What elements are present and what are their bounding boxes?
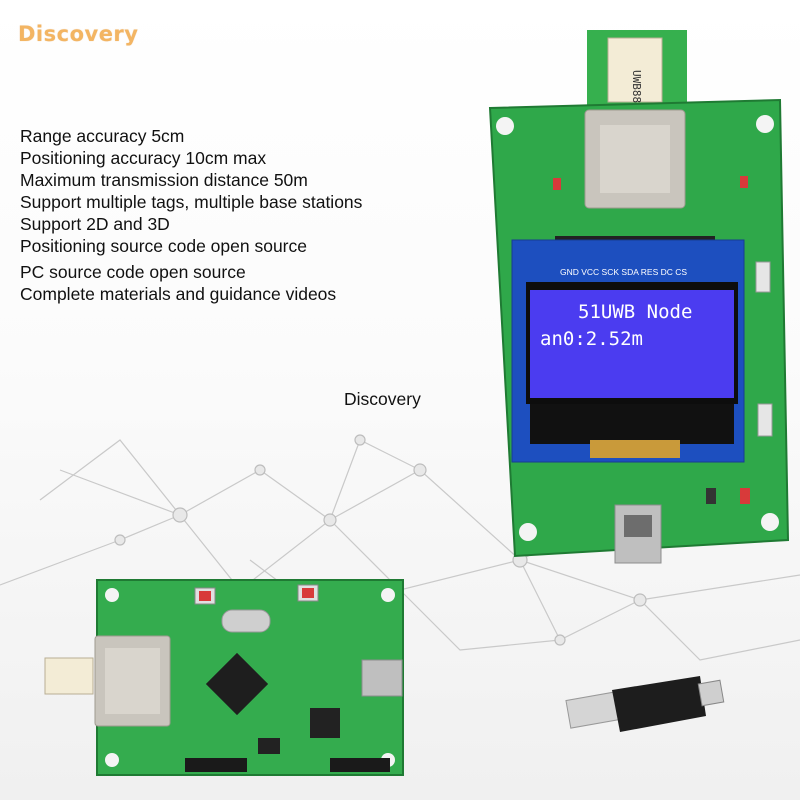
feature-list: Range accuracy 5cm Positioning accuracy … [20, 125, 362, 305]
feature-item: Support multiple tags, multiple base sta… [20, 192, 363, 212]
button-cap [199, 591, 211, 601]
uwb-shield [600, 125, 670, 193]
mounting-hole [105, 588, 119, 602]
crystal [221, 609, 271, 633]
caption: Discovery [344, 389, 421, 409]
mounting-hole [761, 513, 779, 531]
side-button [755, 261, 771, 293]
oled-glass-edge [530, 404, 734, 444]
oled-screen [530, 290, 734, 398]
led [553, 178, 561, 190]
mini-usb-plug [697, 679, 725, 707]
antenna-chip [44, 657, 94, 695]
antenna-chip [607, 37, 663, 103]
feature-item: Range accuracy 5cm [20, 126, 185, 146]
oled-flex-cable [590, 440, 680, 458]
uwb-shield [105, 648, 160, 714]
feature-item: Maximum transmission distance 50m [20, 170, 308, 190]
feature-item: Positioning source code open source [20, 236, 307, 256]
mounting-hole [519, 523, 537, 541]
led [740, 176, 748, 188]
mounting-hole [756, 115, 774, 133]
side-button [757, 403, 773, 437]
oled-line-1: 51UWB Node [578, 301, 692, 323]
feature-item: PC source code open source [20, 262, 246, 282]
usb-a-plug [565, 691, 621, 729]
pin-header [330, 758, 390, 772]
module-label: UWB88 [630, 70, 643, 103]
voltage-regulator [310, 708, 340, 738]
button-cap [302, 588, 314, 598]
header-pin-labels: GND VCC SCK SDA RES DC CS [560, 267, 687, 277]
pin-header [185, 758, 247, 772]
brand-logo: Discovery [18, 22, 139, 46]
mounting-hole [381, 588, 395, 602]
led [740, 488, 750, 504]
mcu-chip [205, 652, 269, 716]
component [706, 488, 716, 504]
mini-usb-port [361, 659, 403, 697]
oled-line-2: an0:2.52m [540, 328, 643, 350]
feature-item: Positioning accuracy 10cm max [20, 148, 267, 168]
feature-item: Support 2D and 3D [20, 214, 170, 234]
mounting-hole [496, 117, 514, 135]
feature-item: Complete materials and guidance videos [20, 284, 337, 304]
ic-chip [258, 738, 280, 754]
mounting-hole [105, 753, 119, 767]
usb-port-opening [624, 515, 652, 537]
usb-cable-body [612, 676, 706, 732]
